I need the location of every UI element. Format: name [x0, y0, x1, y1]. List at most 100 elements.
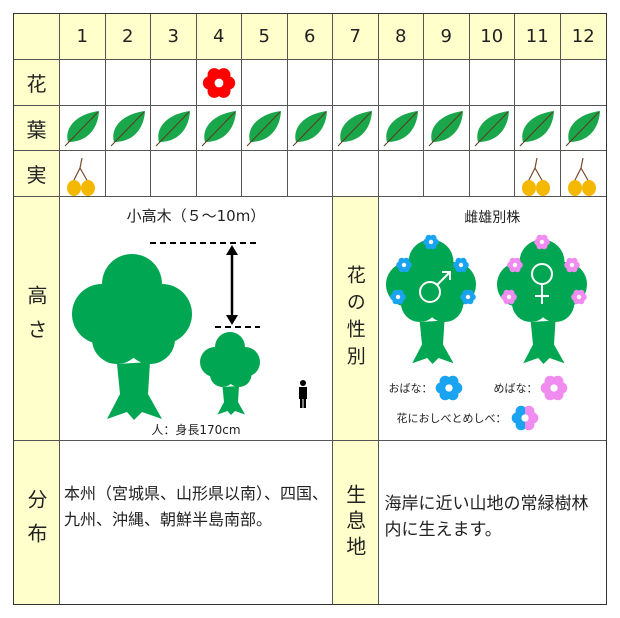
month-header: 12 — [560, 14, 606, 60]
leaf-month-cell — [333, 106, 379, 151]
legend-label: 花におしべとめしべ： — [396, 412, 507, 425]
person-caption: 人：身長170cm — [151, 423, 241, 437]
month-label: 3 — [167, 26, 179, 47]
female-tree-icon — [496, 234, 587, 364]
leaf-month-cell — [151, 106, 197, 151]
fruit-month-cell — [424, 151, 470, 197]
mature-tree-icon — [72, 254, 192, 420]
flower-month-cell — [515, 60, 561, 106]
leaf-month-cell — [242, 106, 288, 151]
sex-title: 雌雄別株 — [464, 210, 521, 226]
month-label: 8 — [395, 26, 407, 47]
flower-month-cell — [378, 60, 424, 106]
fruit-month-cell — [378, 151, 424, 197]
leaf-month-cell — [60, 106, 106, 151]
leaf-icon — [292, 111, 327, 147]
flower-month-cell — [333, 60, 379, 106]
fruit-month-cell — [515, 151, 561, 197]
row-label-flower: 花 — [14, 60, 60, 106]
month-header: 9 — [424, 14, 470, 60]
legend-label: めばな： — [493, 382, 538, 395]
fruit-icon — [67, 157, 96, 196]
sex-diagram: 雌雄別株 おばな： めばな： 花におしべとめしべ： — [378, 197, 606, 441]
month-header: 6 — [287, 14, 333, 60]
month-header: 4 — [196, 14, 242, 60]
month-header: 2 — [105, 14, 151, 60]
fruit-month-cell — [560, 151, 606, 197]
female-flower-legend: めばな： — [494, 374, 568, 402]
row-label-leaf: 葉 — [14, 106, 60, 151]
leaf-icon — [474, 111, 509, 147]
fruit-month-cell — [469, 151, 515, 197]
person-icon — [299, 380, 307, 408]
flower-icon — [202, 67, 235, 98]
leaf-icon — [64, 111, 100, 147]
flower-month-cell — [287, 60, 333, 106]
male-tree-icon — [385, 234, 476, 364]
leaf-month-cell — [287, 106, 333, 151]
month-header: 7 — [333, 14, 379, 60]
row-label-distribution: 分布 — [14, 441, 60, 604]
month-label: 4 — [213, 26, 225, 47]
row-label: 花の性別 — [343, 264, 366, 373]
fruit-icon — [568, 157, 597, 196]
month-header: 11 — [515, 14, 561, 60]
flower-month-cell — [151, 60, 197, 106]
month-label: 6 — [304, 26, 316, 47]
flower-month-cell — [105, 60, 151, 106]
row-label: 実 — [26, 163, 47, 187]
month-header: 8 — [378, 14, 424, 60]
leaf-icon — [565, 111, 601, 147]
row-label: 高さ — [24, 284, 48, 353]
leaf-icon — [110, 111, 145, 147]
flower-month-cell — [560, 60, 606, 106]
fruit-month-cell — [287, 151, 333, 197]
month-label: 7 — [349, 26, 361, 47]
fruit-month-cell — [105, 151, 151, 197]
row-label-fruit: 実 — [14, 151, 60, 197]
distribution-text: 本州（宮城県、山形県以南）、四国、九州、沖縄、朝鮮半島南部。 — [60, 441, 333, 604]
leaf-icon — [519, 111, 555, 147]
fruit-month-cell — [60, 151, 106, 197]
flower-month-cell — [469, 60, 515, 106]
month-header: 5 — [242, 14, 288, 60]
month-header: 10 — [469, 14, 515, 60]
leaf-icon — [428, 111, 464, 147]
leaf-icon — [201, 111, 236, 147]
habitat-text: 海岸に近い山地の常緑樹林内に生えます。 — [384, 494, 589, 540]
flower-month-cell — [60, 60, 106, 106]
dioecious-trees-illustration — [385, 234, 587, 364]
height-diagram: 小高木（５～10m） 人：身長170cm — [60, 197, 333, 441]
leaf-month-cell — [424, 106, 470, 151]
legend-label: おばな： — [388, 382, 433, 395]
distribution-text: 本州（宮城県、山形県以南）、四国、九州、沖縄、朝鮮半島南部。 — [64, 484, 329, 529]
fruit-month-cell — [242, 151, 288, 197]
flower-month-cell — [196, 60, 242, 106]
fruit-icon — [522, 157, 551, 196]
month-label: 11 — [525, 26, 549, 47]
leaf-month-cell — [105, 106, 151, 151]
bisexual-flower-legend: 花におしべとめしべ： — [397, 404, 539, 432]
leaf-month-cell — [560, 106, 606, 151]
leaf-icon — [383, 111, 418, 147]
row-label-sex: 花の性別 — [333, 197, 379, 441]
flower-month-cell — [242, 60, 288, 106]
leaf-month-cell — [515, 106, 561, 151]
fruit-month-cell — [196, 151, 242, 197]
bisexual-flower-icon — [511, 405, 538, 431]
month-label: 12 — [571, 26, 595, 47]
height-title: 小高木（５～10m） — [126, 207, 266, 225]
row-label-height: 高さ — [14, 197, 60, 441]
month-label: 2 — [122, 26, 134, 47]
flower-icon — [435, 375, 462, 401]
flower-month-cell — [424, 60, 470, 106]
row-label: 生息地 — [342, 483, 367, 562]
leaf-month-cell — [469, 106, 515, 151]
tree-height-illustration — [72, 242, 307, 420]
month-header: 1 — [60, 14, 106, 60]
leaf-icon — [155, 111, 191, 147]
month-label: 9 — [440, 26, 452, 47]
leaf-month-cell — [196, 106, 242, 151]
corner-cell — [14, 14, 60, 60]
